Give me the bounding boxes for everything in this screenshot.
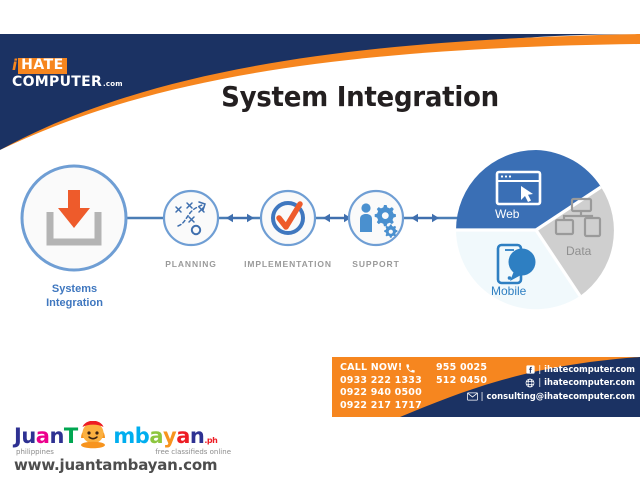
browser-window-cursor-icon: [495, 170, 542, 206]
contact-bar-background: [332, 357, 640, 417]
flow-graphic: [20, 150, 614, 310]
contact-bar: CALL NOW! 0933 222 1333 0922 940 0500 09…: [332, 357, 640, 417]
systems-integration-line1: Systems: [51, 283, 98, 295]
jt-letter-8: a: [149, 424, 164, 448]
facebook-link-row[interactable]: | ihatecomputer.com: [467, 363, 635, 376]
logo-letter-i: i: [12, 56, 18, 74]
juantambayan-wordmark: J u a n T a m b a y a n .ph: [14, 424, 218, 448]
juantambayan-logo[interactable]: J u a n T a m b a y a n .ph: [14, 420, 234, 474]
services-pie-chart: [456, 150, 614, 310]
website-link-text: ihatecomputer.com: [544, 377, 635, 388]
jt-letter-9: y: [163, 424, 177, 448]
call-now-block: CALL NOW! 0933 222 1333 0922 940 0500 09…: [340, 362, 422, 412]
jt-letter-3: n: [49, 424, 64, 448]
jt-letter-6: m: [113, 424, 135, 448]
logo-line-one: i HATE: [12, 57, 132, 74]
ihatecomputer-logo[interactable]: i HATE COMPUTER .com: [12, 57, 132, 97]
node-systems-integration: [20, 164, 128, 272]
email-separator: |: [480, 390, 484, 401]
phone-number-3: 0922 217 1717: [340, 399, 422, 411]
juantambayan-taglines: philippines free classifieds online: [16, 447, 231, 458]
logo-tld: .com: [103, 80, 123, 88]
phone-number-4: 955 0025: [436, 362, 488, 373]
jt-letter-7: b: [134, 424, 150, 448]
pie-label-web: Web: [495, 207, 520, 221]
call-now-label: CALL NOW!: [340, 362, 403, 373]
call-now-row: CALL NOW!: [340, 362, 422, 375]
node-support: [347, 189, 405, 247]
node-implementation: [259, 189, 317, 247]
jt-letter-11: n: [189, 424, 205, 448]
jt-letter-0: J: [14, 424, 22, 448]
phone-number-1: 0933 222 1333: [340, 374, 422, 386]
pie-label-data: Data: [566, 244, 592, 258]
page-title: System Integration: [221, 80, 499, 113]
node-label-implementation: IMPLEMENTATION: [244, 259, 332, 269]
mascot-face-icon: [76, 420, 110, 456]
phone-icon: [405, 363, 416, 374]
jt-letter-1: u: [21, 424, 36, 448]
jt-tld: .ph: [204, 436, 218, 445]
logo-word-hate: HATE: [18, 57, 67, 74]
tagline-right: free classifieds online: [155, 448, 231, 456]
arrow-support-to-services: [411, 213, 439, 223]
email-link-text: consulting@ihatecomputer.com: [486, 390, 635, 401]
pie-label-mobile: Mobile: [491, 284, 527, 298]
systems-integration-line2: Integration: [46, 297, 103, 309]
facebook-icon: [526, 365, 535, 374]
envelope-icon: [466, 392, 478, 401]
globe-icon: [525, 378, 535, 388]
secondary-phone-block: 955 0025 512 0450: [436, 362, 487, 387]
node-planning: [162, 189, 220, 247]
process-flow-diagram: Web Data Mobile: [0, 150, 640, 340]
phone-number-2: 0922 940 0500: [340, 387, 422, 399]
node-label-systems-integration: Systems Integration: [12, 282, 137, 310]
website-separator: |: [538, 377, 542, 388]
header-swoosh-graphic: [0, 34, 640, 150]
tagline-left: philippines: [16, 448, 54, 456]
facebook-link-text: ihatecomputer.com: [544, 364, 635, 374]
facebook-separator: |: [538, 364, 542, 374]
jt-letter-2: a: [35, 424, 50, 448]
juantambayan-url[interactable]: www.juantambayan.com: [14, 456, 218, 474]
jt-letter-4: T: [63, 424, 78, 448]
website-link-row[interactable]: | ihatecomputer.com: [467, 376, 635, 389]
online-links-block: | ihatecomputer.com | ihatecomputer.com: [466, 363, 635, 403]
arrow-planning-to-implementation: [226, 213, 254, 223]
jt-letter-10: a: [176, 424, 190, 448]
node-label-planning: PLANNING: [165, 259, 217, 269]
logo-word-computer: COMPUTER: [12, 74, 103, 90]
arrow-implementation-to-support: [323, 213, 351, 223]
node-label-support: SUPPORT: [352, 259, 400, 269]
phone-number-5: 512 0450: [436, 374, 488, 386]
network-nodes-icon: [554, 197, 602, 238]
smartphone-chat-icon: [496, 243, 536, 285]
header-banner: i HATE COMPUTER .com: [0, 0, 640, 150]
email-link-row[interactable]: | consulting@ihatecomputer.com: [466, 390, 635, 403]
logo-line-two: COMPUTER .com: [12, 75, 132, 90]
